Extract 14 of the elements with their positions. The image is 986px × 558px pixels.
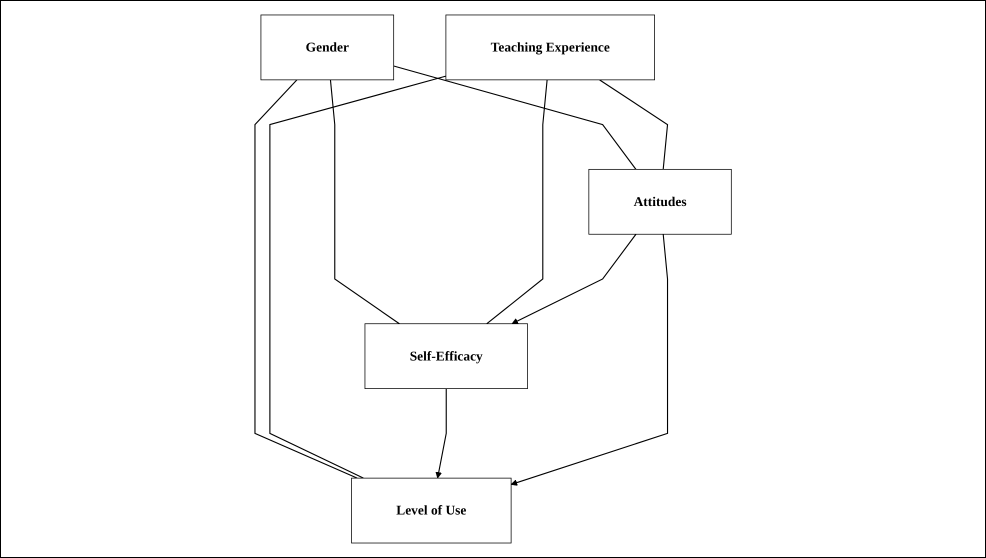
connector: [330, 80, 400, 324]
connector: [486, 80, 548, 324]
connector: [599, 79, 668, 170]
node-box: Teaching Experience: [445, 14, 655, 80]
arrow: [512, 234, 636, 324]
node-box: Self-Efficacy: [364, 323, 528, 389]
connector: [254, 79, 358, 479]
node-box: Attitudes: [588, 168, 732, 235]
node-box: Level of Use: [351, 478, 512, 544]
node-box: Gender: [260, 14, 394, 80]
arrow: [435, 388, 447, 478]
connector: [393, 65, 636, 170]
arrow: [510, 234, 668, 486]
connector: [269, 76, 446, 479]
